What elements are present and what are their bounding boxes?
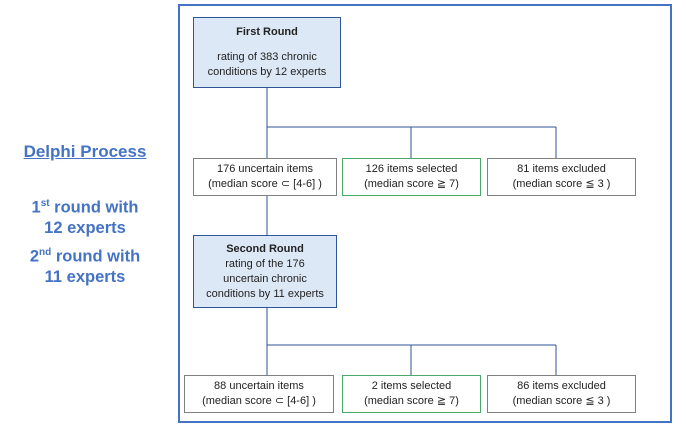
second-round-line3: conditions by 11 experts	[206, 287, 324, 300]
round2-uncertain-criterion: (median score ⊂ [4-6] )	[202, 395, 316, 407]
round1-excluded-count: 81 items excluded	[517, 163, 606, 175]
first-round-line2: conditions by 12 experts	[207, 66, 327, 78]
second-round-title: Second Round	[226, 242, 304, 255]
diagram-frame	[178, 4, 672, 423]
round2-selected-count: 2 items selected	[371, 380, 452, 392]
round2-uncertain-count: 88 uncertain items	[214, 380, 304, 392]
round2-excluded-box: 86 items excluded (median score ≦ 3 )	[487, 375, 636, 413]
round1-suffix: st	[40, 198, 50, 209]
round2-experts: 11 experts	[44, 268, 126, 286]
first-round-line1: rating of 383 chronic	[217, 51, 317, 63]
round2-suffix: nd	[39, 247, 52, 258]
round1-text: round with	[49, 198, 139, 217]
round2-text: round with	[51, 247, 141, 266]
round2-selected-criterion: (median score ≧ 7)	[364, 395, 459, 407]
round1-selected-criterion: (median score ≧ 7)	[364, 178, 459, 190]
round1-experts: 12 experts	[44, 219, 126, 237]
delphi-process-title: Delphi Process	[23, 142, 147, 161]
second-round-line1: rating of the 176	[225, 257, 305, 270]
round2-selected-box: 2 items selected (median score ≧ 7)	[342, 375, 481, 413]
round1-description: 1st round with	[0, 191, 170, 221]
first-round-title: First Round	[236, 26, 298, 38]
round2-description: 2nd round with	[0, 240, 170, 270]
round1-uncertain-box: 176 uncertain items (median score ⊂ [4-6…	[193, 158, 337, 196]
round2-ordinal: 2	[29, 247, 40, 266]
second-round-line2: uncertain chronic	[223, 272, 307, 285]
round1-uncertain-criterion: (median score ⊂ [4-6] )	[208, 178, 322, 190]
first-round-box: First Round rating of 383 chronic condit…	[193, 17, 341, 88]
round1-excluded-box: 81 items excluded (median score ≦ 3 )	[487, 158, 636, 196]
round2-excluded-criterion: (median score ≦ 3 )	[512, 395, 611, 407]
round2-excluded-count: 86 items excluded	[517, 380, 606, 392]
round1-selected-count: 126 items selected	[365, 163, 458, 175]
round1-uncertain-count: 176 uncertain items	[217, 163, 313, 175]
round2-uncertain-box: 88 uncertain items (median score ⊂ [4-6]…	[184, 375, 334, 413]
round1-ordinal: 1	[31, 198, 41, 217]
second-round-box: Second Round rating of the 176 uncertain…	[193, 235, 337, 308]
round1-excluded-criterion: (median score ≦ 3 )	[512, 178, 611, 190]
round1-selected-box: 126 items selected (median score ≧ 7)	[342, 158, 481, 196]
